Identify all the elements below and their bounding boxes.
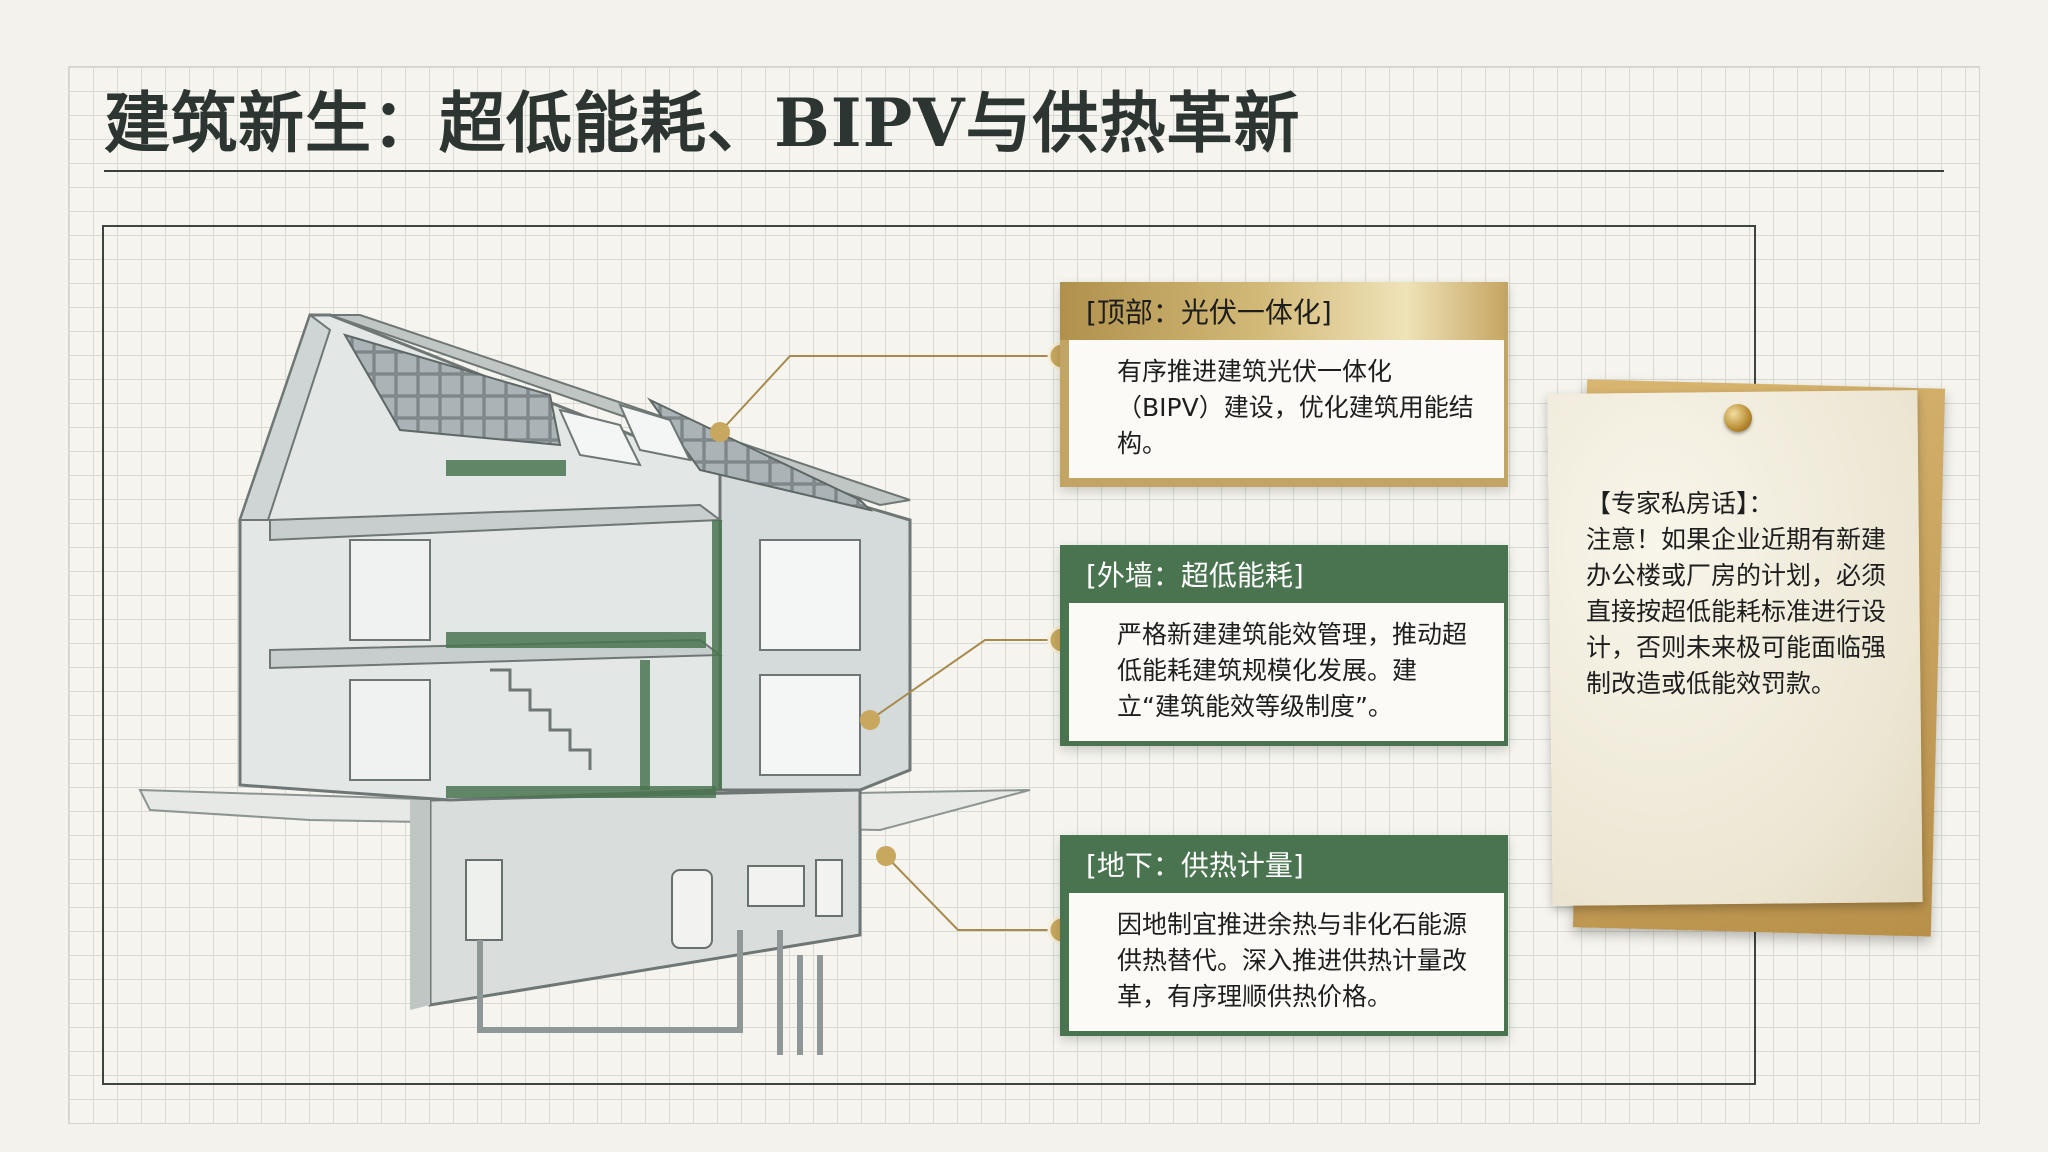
page-title: 建筑新生：超低能耗、BIPV与供热革新 [104, 84, 1301, 162]
card-roof-bipv: [顶部：光伏一体化] 有序推进建筑光伏一体化（BIPV）建设，优化建筑用能结构。 [1060, 282, 1508, 487]
card-roof-heading: [顶部：光伏一体化] [1060, 282, 1504, 340]
expert-note-body: 注意！如果企业近期有新建办公楼或厂房的计划，必须直接按超低能耗标准进行设计，否则… [1586, 525, 1887, 698]
title-divider [104, 170, 1944, 172]
card-wall-ultra-low-energy: [外墙：超低能耗] 严格新建建筑能效管理，推动超低能耗建筑规模化发展。建立“建筑… [1060, 545, 1508, 746]
expert-note-heading: 【专家私房话】： [1586, 489, 1774, 518]
card-wall-heading: [外墙：超低能耗] [1060, 545, 1504, 603]
card-wall-body: 严格新建建筑能效管理，推动超低能耗建筑规模化发展。建立“建筑能效等级制度”。 [1060, 603, 1504, 741]
pushpin-icon [1724, 404, 1752, 432]
card-underground-heating: [地下：供热计量] 因地制宜推进余热与非化石能源供热替代。深入推进供热计量改革，… [1060, 835, 1508, 1036]
card-underground-body: 因地制宜推进余热与非化石能源供热替代。深入推进供热计量改革，有序理顺供热价格。 [1060, 893, 1504, 1031]
card-underground-heading: [地下：供热计量] [1060, 835, 1504, 893]
card-roof-body: 有序推进建筑光伏一体化（BIPV）建设，优化建筑用能结构。 [1060, 340, 1504, 478]
expert-note-text: 【专家私房话】： 注意！如果企业近期有新建办公楼或厂房的计划，必须直接按超低能耗… [1586, 486, 1906, 702]
